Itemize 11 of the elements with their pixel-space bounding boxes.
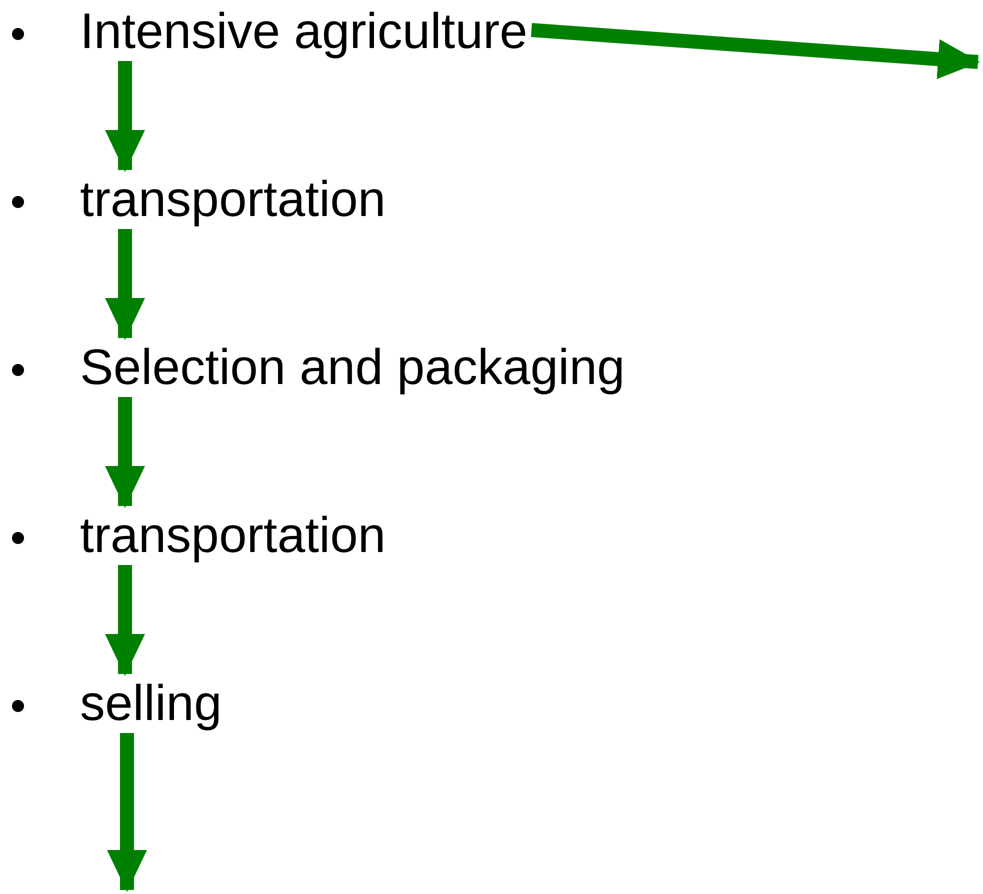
list-item-text: Selection and packaging <box>80 339 625 395</box>
arrow <box>105 397 145 508</box>
arrow <box>105 565 145 676</box>
list-item-text: Intensive agriculture <box>80 3 528 59</box>
arrow <box>107 733 147 892</box>
arrow <box>530 23 980 80</box>
list-item-text: transportation <box>80 171 386 227</box>
list-item-text: transportation <box>80 507 386 563</box>
arrow <box>105 61 145 172</box>
list-item-text: selling <box>80 675 222 731</box>
arrow <box>105 229 145 340</box>
